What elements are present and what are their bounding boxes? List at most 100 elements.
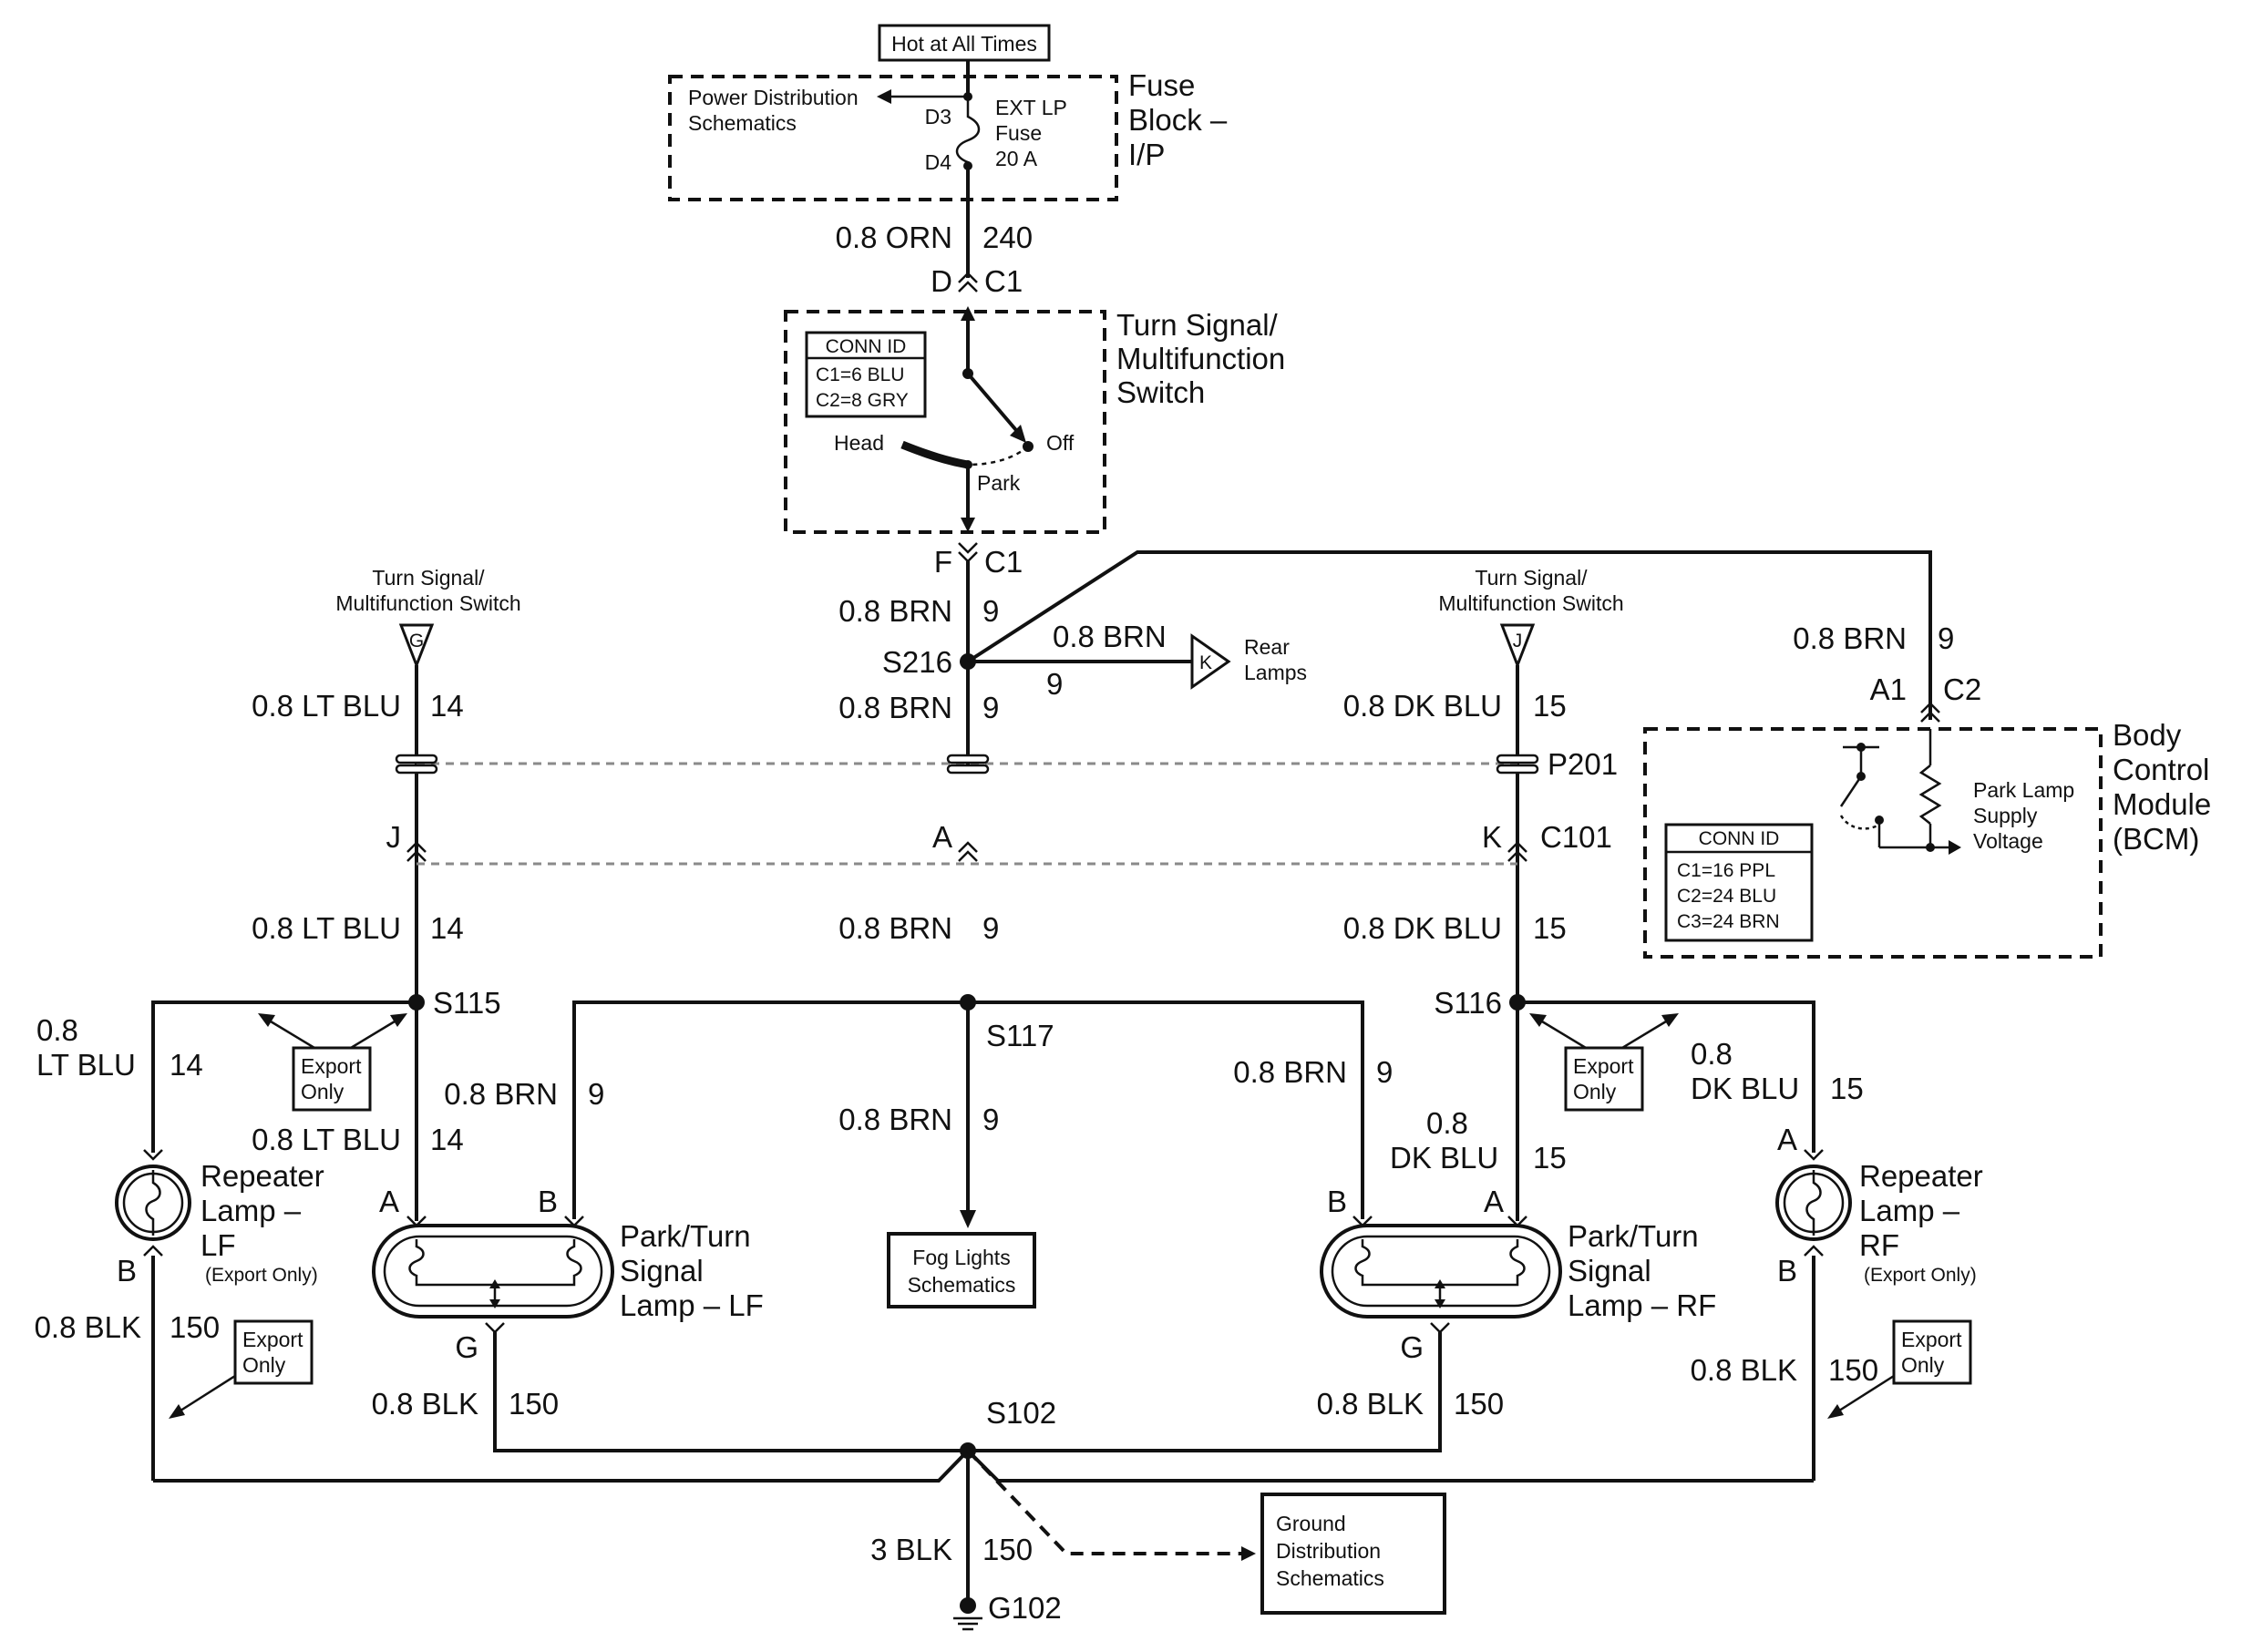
center-pin-a: A (932, 820, 952, 854)
right-export-only-1: Export Only (1529, 1013, 1679, 1112)
connector-pin-d: D (931, 264, 952, 298)
rear-lamps-tag: K (1199, 652, 1212, 673)
p201-connector (395, 754, 1539, 775)
right-switch-label-2: Multifunction Switch (1438, 591, 1623, 615)
hot-at-all-times-box: Hot at All Times (878, 24, 1051, 62)
power-distribution-label-1: Power Distribution (688, 86, 859, 109)
right-wire-1: 0.8 DK BLU (1343, 689, 1502, 723)
right-switch-reference: Turn Signal/ Multifunction Switch J (1438, 566, 1624, 670)
rear-lamps-label-1: Rear (1244, 635, 1290, 659)
arrow-left-icon (877, 89, 891, 104)
left-rep-circuit: 14 (170, 1048, 203, 1082)
left-rep-blk-wire: 0.8 BLK (35, 1310, 141, 1344)
right-park-gnd-wire: 0.8 BLK (1317, 1387, 1424, 1421)
left-repeater-pin-b: B (117, 1254, 137, 1288)
right-repeater-pin-a: A (1777, 1123, 1797, 1156)
left-brn-circuit: 9 (588, 1077, 604, 1111)
right-repeater-name-2: Lamp – (1859, 1194, 1960, 1227)
export-label: Export (1573, 1054, 1634, 1078)
right-wire-3a: 0.8 (1426, 1106, 1468, 1140)
right-switch-label-1: Turn Signal/ (1475, 566, 1588, 590)
fuse-block-ip: Fuse Block – I/P Power Distribution Sche… (668, 68, 1228, 201)
left-wire-2: 0.8 LT BLU (252, 911, 401, 945)
fog-lights-label-2: Schematics (908, 1273, 1016, 1297)
left-rep-wire-2: LT BLU (36, 1048, 136, 1082)
power-distribution-label-2: Schematics (688, 111, 797, 135)
right-circuit-1: 15 (1533, 689, 1567, 723)
splice-s115-label: S115 (433, 986, 501, 1020)
right-rep-blk-circuit: 150 (1828, 1353, 1878, 1387)
park-lf-name-3: Lamp – LF (620, 1288, 764, 1322)
repeater-lamp-lf: Repeater Lamp – LF (Export Only) B (115, 1149, 324, 1288)
center-circuit-1: 9 (982, 594, 999, 628)
left-repeater-name-3: LF (201, 1228, 236, 1262)
bcm-circuit: 9 (1938, 621, 1954, 655)
top-wire-circuit: 240 (982, 221, 1033, 254)
connector-c1-top: C1 (984, 264, 1023, 298)
left-rep-blk-circuit: 150 (170, 1310, 220, 1344)
right-circuit-2: 15 (1533, 911, 1567, 945)
right-repeater-pin-b: B (1777, 1254, 1797, 1288)
rear-lamps-wire: 0.8 BRN (1053, 620, 1167, 653)
center-circuit-2: 9 (982, 691, 999, 724)
right-brn-wire: 0.8 BRN (1233, 1055, 1347, 1089)
ground-dist-label-1: Ground (1276, 1512, 1346, 1535)
right-wire-2: 0.8 DK BLU (1343, 911, 1502, 945)
left-repeater-name-2: Lamp – (201, 1194, 302, 1227)
park-lf-pin-a: A (379, 1185, 399, 1218)
splice-s216-label: S216 (882, 645, 952, 679)
left-circuit-1: 14 (430, 689, 464, 723)
right-circuit-3: 15 (1533, 1141, 1567, 1175)
export-label: Only (301, 1080, 345, 1103)
right-export-only-2: Export Only (1827, 1319, 1972, 1419)
conn-id-switch: CONN ID C1=6 BLU C2=8 GRY (805, 331, 927, 418)
park-lf-name-1: Park/Turn (620, 1219, 751, 1253)
right-rep-wire-1: 0.8 (1691, 1037, 1733, 1071)
left-wire-3: 0.8 LT BLU (252, 1123, 401, 1156)
park-rf-name-3: Lamp – RF (1568, 1288, 1716, 1322)
bcm-supply-label-3: Voltage (1973, 829, 2043, 853)
ground-wire: 3 BLK (870, 1533, 952, 1566)
ground-g102-label: G102 (988, 1591, 1062, 1625)
fuse-label-3: 20 A (995, 147, 1038, 170)
left-repeater-note: (Export Only) (205, 1265, 318, 1286)
left-brn-wire: 0.8 BRN (444, 1077, 558, 1111)
fuse-label-1: EXT LP (995, 96, 1067, 119)
top-wire-color: 0.8 ORN (836, 221, 952, 254)
export-label: Export (301, 1054, 362, 1078)
connector-icon (958, 272, 978, 283)
hot-at-all-times-label: Hot at All Times (891, 32, 1037, 56)
ground-distribution-box: Ground Distribution Schematics (1260, 1493, 1446, 1615)
left-export-only-1: Export Only (258, 1013, 407, 1112)
bcm-name-3: Module (2113, 787, 2211, 821)
switch-name-1: Turn Signal/ (1116, 308, 1279, 342)
position-off: Off (1046, 431, 1075, 455)
fog-lights-label-1: Fog Lights (912, 1246, 1010, 1269)
bcm-connector-c2: C2 (1943, 672, 1981, 706)
conn-id-row: C2=8 GRY (816, 390, 909, 411)
ground-g102: G102 (953, 1591, 1062, 1631)
bulb-icon (1354, 1239, 1526, 1287)
pin-d3: D3 (925, 105, 951, 128)
turn-signal-multifunction-switch: Turn Signal/ Multifunction Switch CONN I… (784, 306, 1285, 534)
fuse-block-name-3: I/P (1128, 138, 1165, 171)
park-lf-pin-g: G (455, 1330, 478, 1364)
bcm-conn-id-row: C3=24 BRN (1677, 911, 1780, 932)
center-wire-3: 0.8 BRN (838, 911, 952, 945)
park-turn-lamp-lf: A B Park/Turn Signal Lamp – LF G (372, 1185, 764, 1364)
center-circuit-4: 9 (982, 1103, 999, 1136)
right-repeater-note: (Export Only) (1864, 1265, 1977, 1286)
right-rep-circuit: 15 (1830, 1072, 1864, 1105)
left-export-only-2: Export Only (169, 1319, 314, 1419)
ground-circuit: 150 (982, 1533, 1033, 1566)
park-rf-pin-g: G (1400, 1330, 1424, 1364)
export-label: Export (242, 1328, 303, 1351)
resistor-icon (1918, 764, 1942, 825)
arrow-right-icon (1241, 1546, 1256, 1561)
position-head: Head (834, 431, 884, 455)
park-rf-pin-a: A (1484, 1185, 1504, 1218)
left-pin-j: J (386, 820, 402, 854)
ground-dist-label-2: Distribution (1276, 1539, 1381, 1563)
bcm-name-2: Control (2113, 753, 2209, 786)
